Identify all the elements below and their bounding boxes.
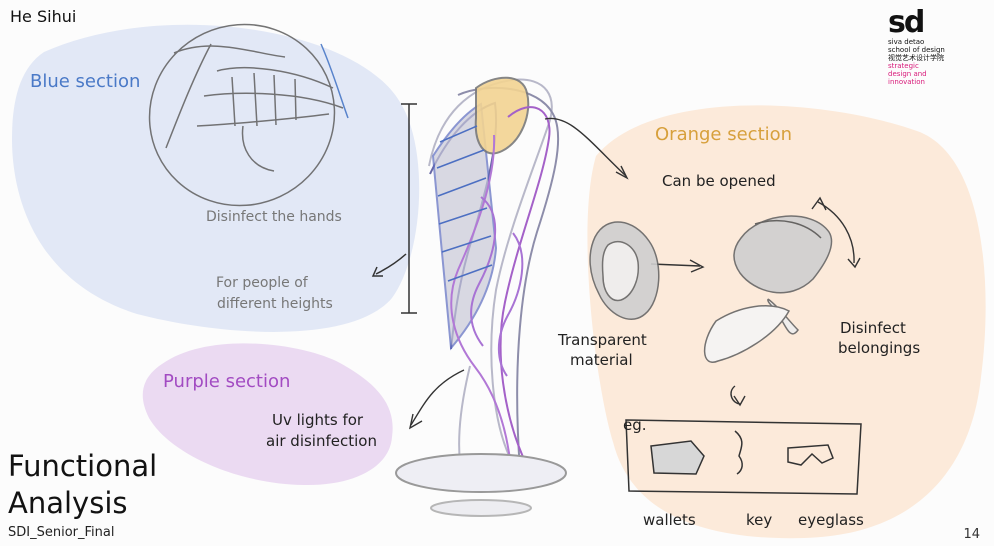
- transparent-text-line2: material: [570, 350, 633, 371]
- belongings-text-line2: belongings: [838, 338, 920, 359]
- author-name: He Sihui: [10, 7, 76, 26]
- blue-item-hands: Disinfect the hands: [206, 207, 342, 228]
- logo-line-6: innovation: [888, 78, 988, 86]
- slide-title-line2: Analysis: [8, 485, 157, 522]
- logo-line-3: 视觉艺术设计学院: [888, 54, 988, 62]
- purple-text-line2: air disinfection: [266, 431, 377, 452]
- logo-mark: sd: [888, 8, 988, 38]
- example-key: key: [746, 510, 772, 531]
- purple-section-title: Purple section: [163, 371, 290, 392]
- orange-opened-text: Can be opened: [662, 171, 776, 192]
- example-eyeglass: eyeglass: [798, 510, 864, 531]
- school-logo: sd siva detao school of design 视觉艺术设计学院 …: [888, 8, 988, 93]
- logo-line-4: strategic: [888, 62, 988, 70]
- logo-line-1: siva detao: [888, 38, 988, 46]
- blue-item-heights-line1: For people of: [216, 273, 308, 294]
- blue-section-title: Blue section: [30, 71, 140, 92]
- footer-label: SDI_Senior_Final: [8, 525, 114, 540]
- belongings-text-line1: Disinfect: [840, 318, 906, 339]
- logo-line-5: design and: [888, 70, 988, 78]
- central-stand-sketch: [396, 78, 566, 516]
- logo-line-2: school of design: [888, 46, 988, 54]
- purple-text-line1: Uv lights for: [272, 410, 363, 431]
- orange-section-title: Orange section: [655, 124, 792, 145]
- example-wallets: wallets: [643, 510, 696, 531]
- slide-title: Functional Analysis: [8, 448, 157, 522]
- transparent-text-line1: Transparent: [558, 330, 647, 351]
- page-number: 14: [963, 527, 980, 542]
- examples-prefix: eg.: [623, 415, 647, 436]
- slide-title-line1: Functional: [8, 448, 157, 485]
- blue-item-heights-line2: different heights: [217, 294, 333, 315]
